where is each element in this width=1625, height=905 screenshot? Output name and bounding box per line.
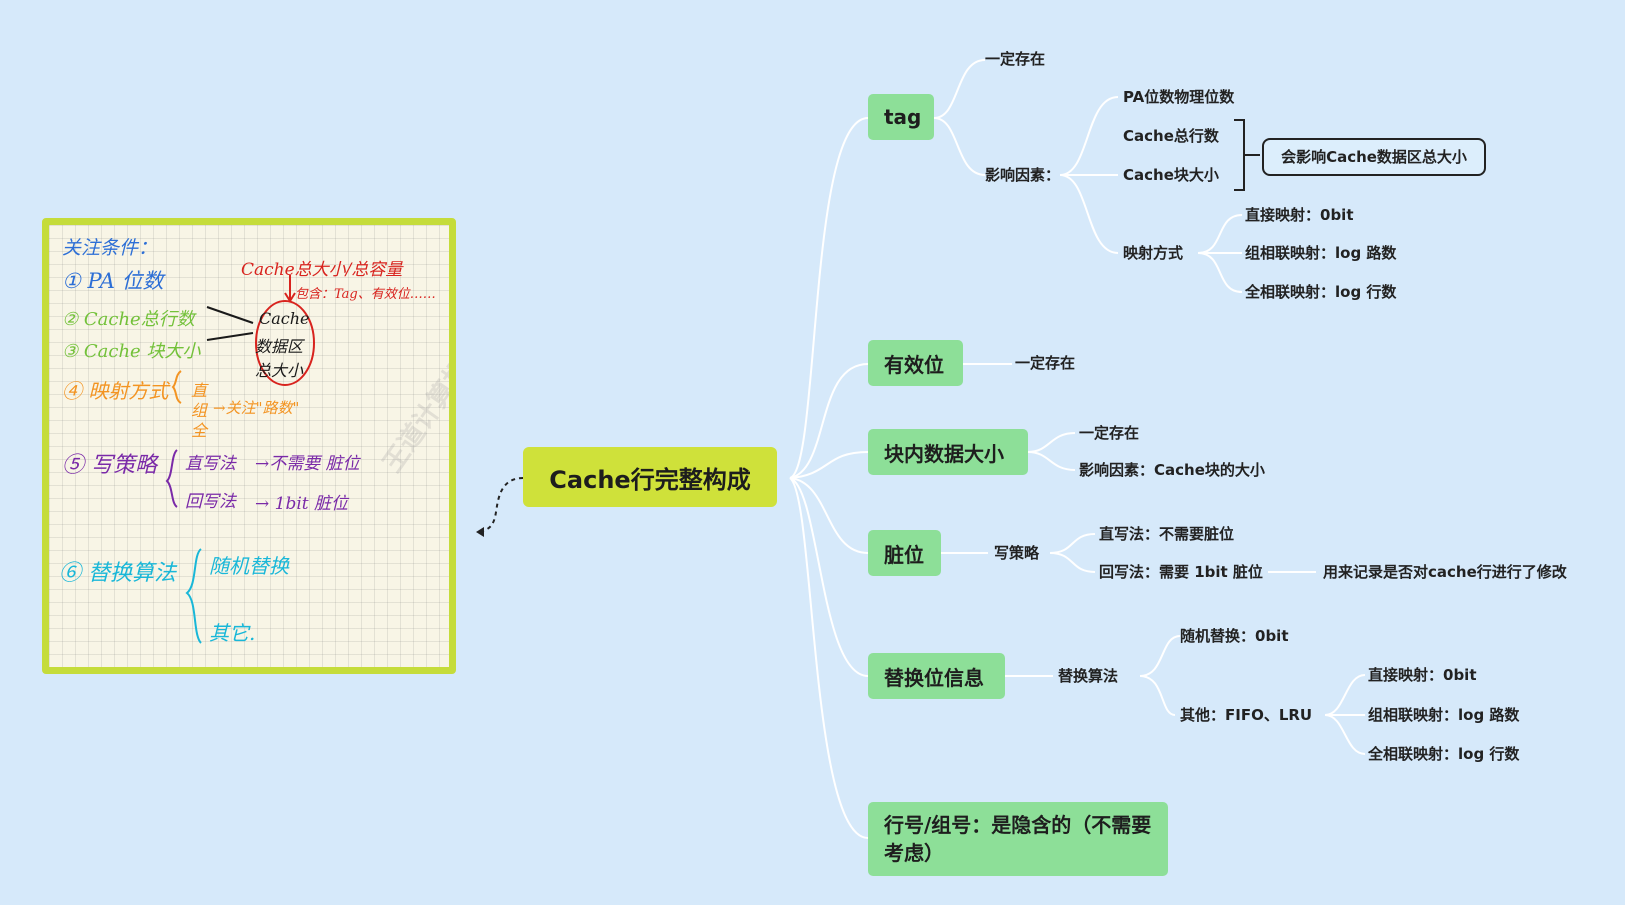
note-c4a: 直: [191, 381, 208, 400]
tag-mapping-full: 全相联映射：log 行数: [1245, 283, 1397, 301]
edge-center-dirty: [789, 477, 869, 554]
edge-center-valid: [789, 363, 869, 479]
bracket: [1234, 119, 1245, 191]
note-c6b: 其它.: [209, 621, 256, 645]
note-c4-note: →关注"路数": [213, 399, 300, 417]
valid-node[interactable]: 有效位: [868, 340, 963, 386]
dashed-link: [477, 477, 524, 533]
bracket-note-box: 会影响Cache数据区总大小: [1262, 138, 1486, 176]
note-strokes: [165, 275, 315, 644]
note-c5b: 回写法: [185, 492, 236, 512]
note-red-sub: 包含：Tag、有效位……: [295, 287, 436, 302]
replace-algo: 替换算法: [1058, 667, 1119, 685]
edge-center-tag: [789, 117, 869, 479]
note-c5: ⑤ 写策略: [62, 453, 157, 478]
dashed-link-arrow: [476, 527, 484, 537]
center-node[interactable]: Cache行完整构成: [523, 447, 777, 507]
note-title: 关注条件：: [62, 237, 158, 259]
valid-always: 一定存在: [1015, 354, 1076, 372]
note-c6: ⑥ 替换算法: [59, 561, 176, 586]
tag-always: 一定存在: [985, 50, 1046, 68]
dirty-write-through: 直写法：不需要脏位: [1099, 525, 1235, 543]
note-c4b: 组: [191, 401, 208, 420]
edge-center-replace: [789, 477, 869, 677]
replace-other-set: 组相联映射：log 路数: [1368, 706, 1520, 724]
tag-factors: 影响因素：: [985, 166, 1061, 184]
tag-block: Cache块大小: [1123, 166, 1219, 184]
block-data-node[interactable]: 块内数据大小: [868, 429, 1028, 475]
replace-random: 随机替换：0bit: [1180, 627, 1289, 645]
line-number-node[interactable]: 行号/组号：是隐含的（不需要考虑）: [868, 802, 1168, 876]
replace-other: 其他：FIFO、LRU: [1180, 706, 1313, 724]
block-data-factor: 影响因素：Cache块的大小: [1079, 461, 1265, 479]
dirty-node[interactable]: 脏位: [868, 530, 941, 576]
replace-node[interactable]: 替换位信息: [868, 653, 1005, 699]
dirty-write-back-note: 用来记录是否对cache行进行了修改: [1323, 563, 1567, 581]
dirty-write-back: 回写法：需要 1bit 脏位: [1099, 563, 1263, 581]
tag-pa: PA位数物理位数: [1123, 88, 1235, 106]
note-c2: ② Cache总行数: [62, 309, 195, 330]
note-c5a-note: →不需要 脏位: [255, 454, 360, 474]
note-circle-3: 总大小: [255, 361, 304, 380]
note-c1: ① PA 位数: [62, 269, 164, 293]
tag-mapping: 映射方式: [1123, 244, 1184, 262]
handwritten-note: 王道计算机考研 关注条件： ① PA 位数 ② Cache总行数 ③ Cache…: [42, 218, 456, 674]
replace-other-direct: 直接映射：0bit: [1368, 666, 1477, 684]
dirty-policy: 写策略: [994, 544, 1040, 562]
note-circle-1: Cache: [259, 309, 310, 328]
replace-other-full: 全相联映射：log 行数: [1368, 745, 1520, 763]
note-red-top: Cache总大小/总容量: [241, 260, 403, 280]
tag-lines: Cache总行数: [1123, 127, 1219, 145]
tag-mapping-set: 组相联映射：log 路数: [1245, 244, 1397, 262]
note-c4c: 全: [191, 421, 208, 440]
edge-center-block: [789, 451, 869, 479]
note-c5a: 直写法: [185, 454, 236, 474]
block-data-always: 一定存在: [1079, 424, 1140, 442]
note-c3: ③ Cache 块大小: [62, 341, 201, 362]
edge-center-lineno: [789, 477, 869, 839]
tag-mapping-direct: 直接映射：0bit: [1245, 206, 1354, 224]
note-circle-2: 数据区: [255, 337, 304, 356]
note-c4: ④ 映射方式: [62, 379, 169, 403]
note-c6a: 随机替换: [209, 554, 289, 578]
tag-node[interactable]: tag: [868, 94, 934, 140]
note-c5b-note: → 1bit 脏位: [255, 494, 349, 514]
